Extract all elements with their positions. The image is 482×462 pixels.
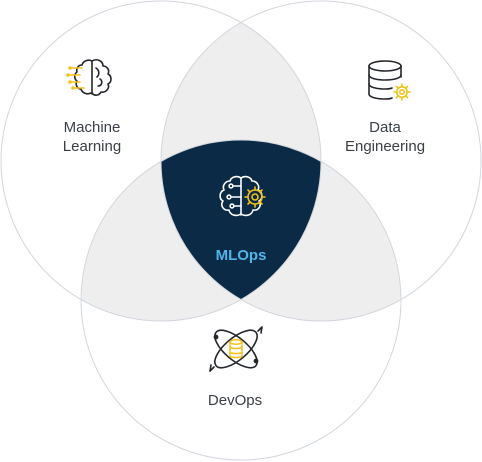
label-data-engineering-line-2: Engineering — [344, 138, 426, 155]
label-devops: DevOps — [185, 391, 285, 410]
circle-devops — [80, 139, 402, 461]
label-devops-line-1: DevOps — [207, 392, 263, 409]
label-data-engineering-line-1: Data — [369, 119, 401, 136]
label-machine-learning: Machine Learning — [42, 118, 142, 156]
label-data-engineering: Data Engineering — [335, 118, 435, 156]
label-machine-learning-line-2: Learning — [62, 138, 122, 155]
brain-gear-icon — [219, 175, 266, 217]
orbit-database-icon — [209, 326, 263, 372]
label-mlops: MLOps — [215, 247, 267, 264]
label-machine-learning-line-1: Machine — [63, 119, 121, 136]
brain-circuit-icon — [66, 59, 112, 96]
database-gear-icon — [368, 60, 411, 101]
